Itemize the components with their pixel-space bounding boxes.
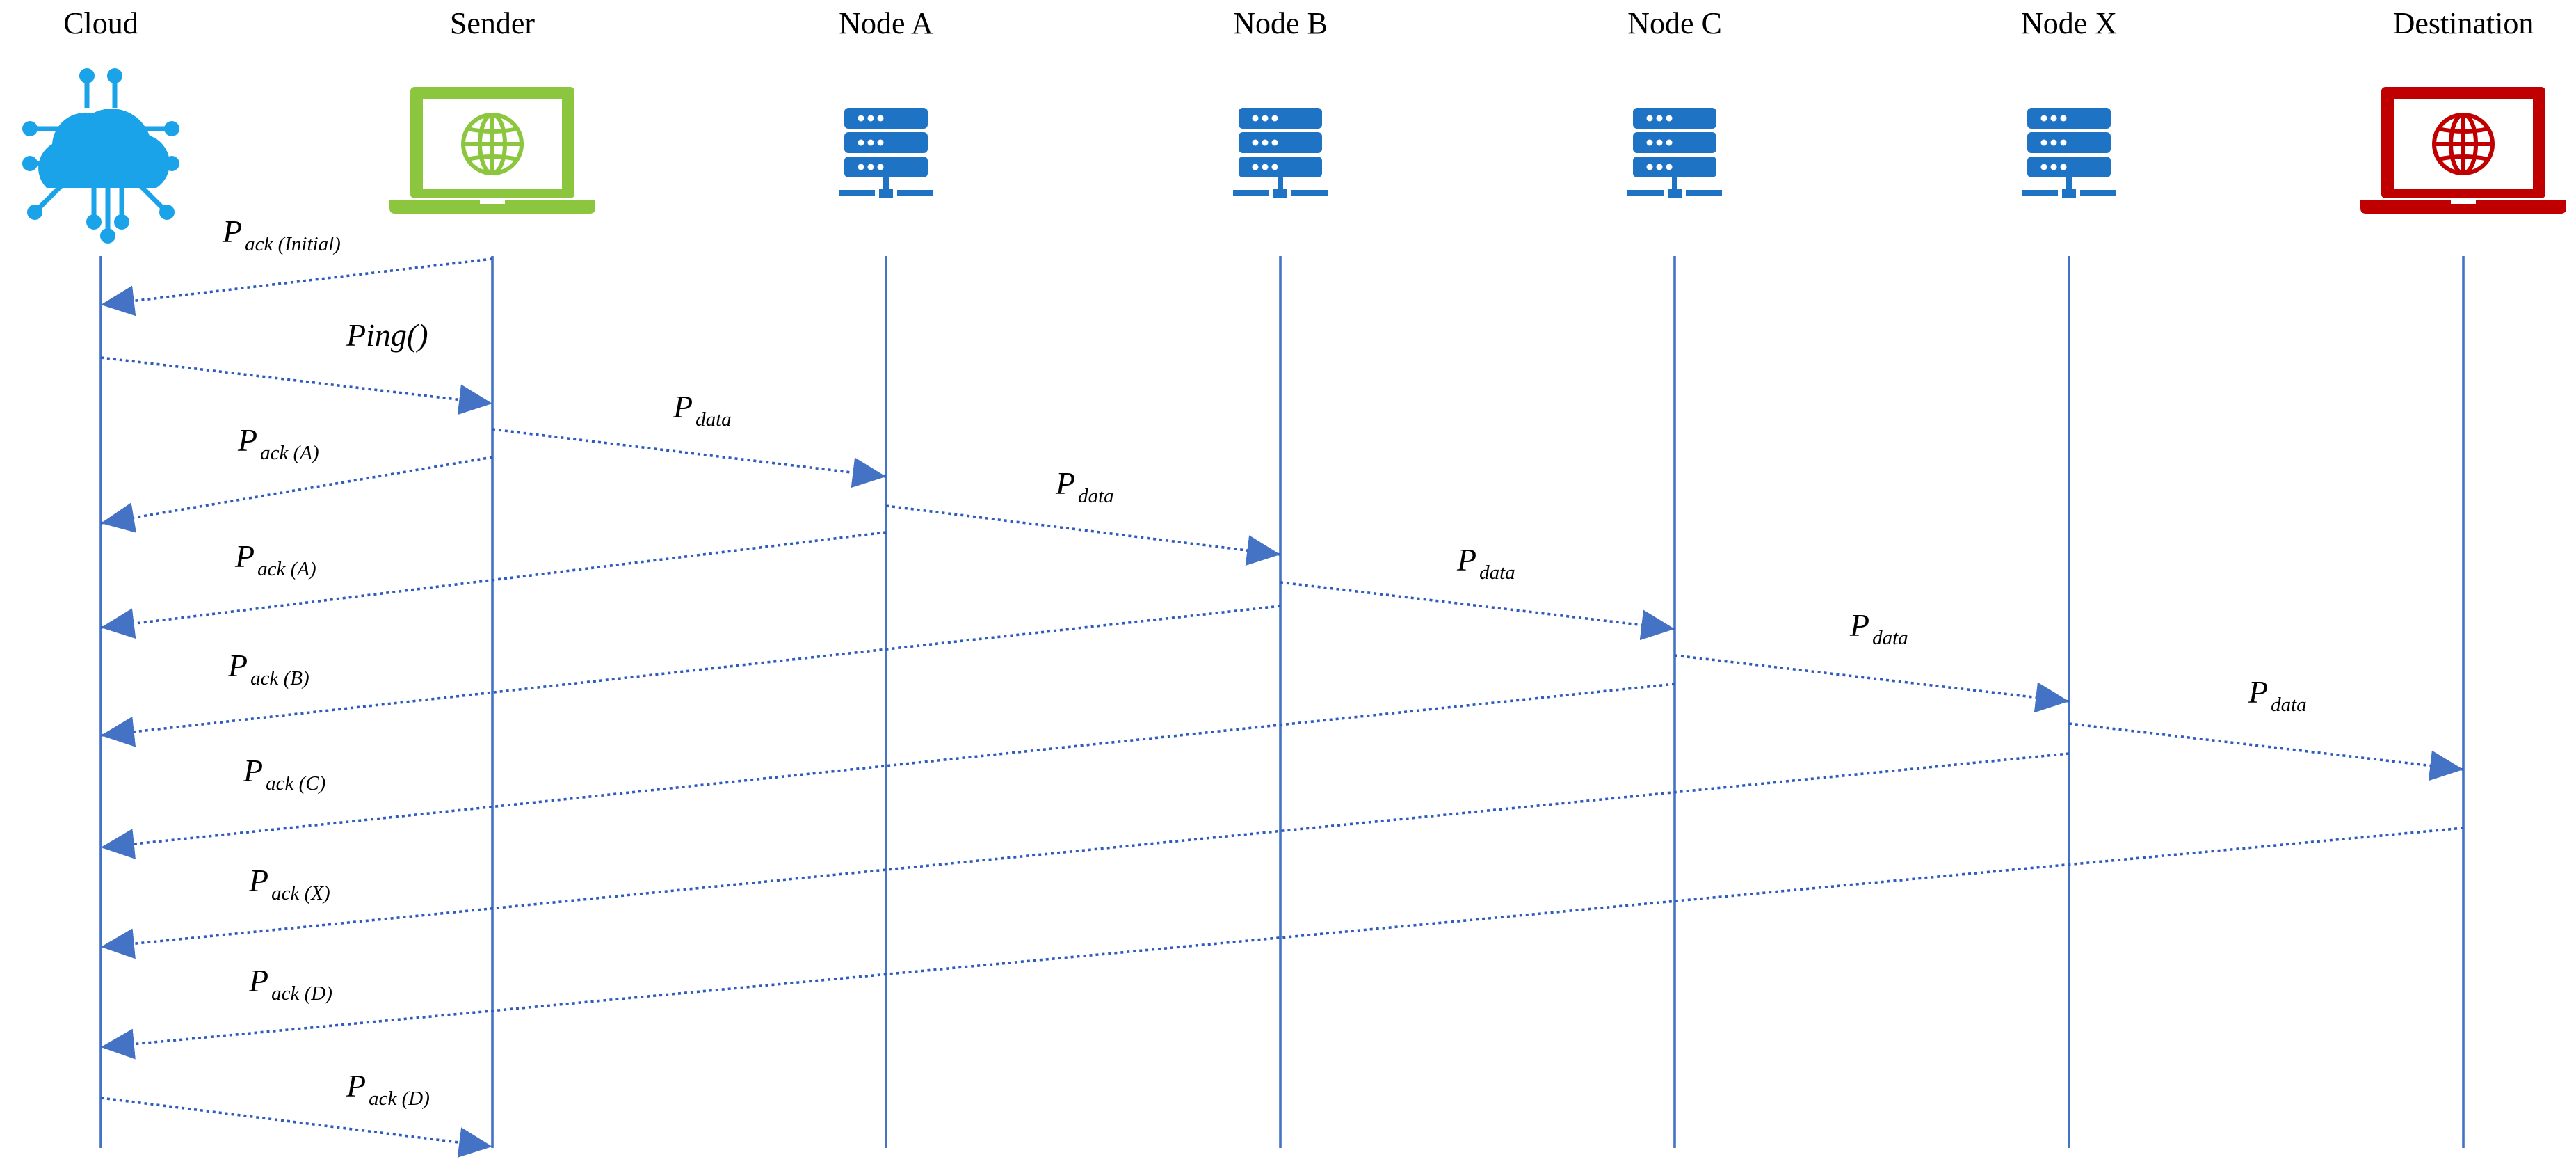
message-label-main: P <box>248 963 268 998</box>
message-arrow-nodeC-to-cloud <box>100 683 1675 859</box>
message-arrow-cloud-to-sender <box>100 356 493 415</box>
server-rack-icon <box>839 108 933 198</box>
message-label-main: P <box>237 422 257 458</box>
message-label-main: P <box>222 214 242 249</box>
server-rack-icon <box>1627 108 1722 198</box>
message-label-subscript: ack (C) <box>266 772 325 795</box>
participant-label-nodeA: Node A <box>839 6 933 40</box>
message-arrow-nodeX-to-destination <box>2068 722 2464 781</box>
message-arrow-cloud-to-sender <box>100 1097 493 1158</box>
message-label-main: P <box>227 648 248 683</box>
message-label: Ping() <box>346 317 428 353</box>
message-label-subscript: ack (B) <box>250 667 309 689</box>
message-arrow-destination-to-cloud <box>100 827 2464 1060</box>
message-label-main: P <box>234 539 255 574</box>
message-label-subscript: data <box>2271 694 2307 716</box>
message-label-subscript: ack (X) <box>271 882 330 904</box>
message-label-main: P <box>2248 674 2268 710</box>
message-arrows <box>100 257 2464 1158</box>
participant-label-nodeX: Node X <box>2021 6 2117 40</box>
message-label-main: P <box>346 1068 366 1103</box>
server-rack-icon <box>2022 108 2116 198</box>
message-arrow-nodeX-to-cloud <box>100 752 2070 959</box>
participant-headers: Cloud Sender Node A Node B Node C Node X Desti… <box>63 6 2534 40</box>
participant-label-nodeC: Node C <box>1627 6 1722 40</box>
message-label-main: P <box>1849 607 1869 643</box>
message-arrow-sender-to-cloud <box>100 456 493 533</box>
participant-icons <box>22 68 2566 244</box>
message-arrow-nodeA-to-cloud <box>100 531 887 639</box>
lifelines <box>99 256 2465 1148</box>
laptop-globe-icon <box>2360 87 2566 214</box>
message-label-subscript: ack (D) <box>271 982 332 1005</box>
message-label-subscript: data <box>695 408 732 431</box>
cloud-network-icon <box>22 68 179 244</box>
participant-label-nodeB: Node B <box>1233 6 1328 40</box>
message-label-main: P <box>243 753 263 788</box>
message-label-subscript: ack (D) <box>369 1087 430 1110</box>
message-label-main: P <box>1456 542 1476 577</box>
message-arrow-nodeB-to-nodeC <box>1280 581 1675 641</box>
message-label-main: P <box>1055 465 1075 501</box>
message-arrow-sender-to-cloud <box>100 257 493 317</box>
participant-label-cloud: Cloud <box>63 6 138 40</box>
message-arrow-sender-to-nodeA <box>492 428 887 488</box>
message-arrow-nodeA-to-nodeB <box>885 504 1281 566</box>
server-rack-icon <box>1233 108 1328 198</box>
participant-label-sender: Sender <box>450 6 536 40</box>
message-label-subscript: data <box>1479 561 1515 584</box>
participant-label-destination: Destination <box>2393 6 2534 40</box>
laptop-globe-icon <box>389 87 595 214</box>
message-label-subscript: data <box>1872 627 1908 649</box>
message-label-main: P <box>248 863 268 898</box>
message-label-subscript: data <box>1078 485 1114 507</box>
message-label-subscript: ack (Initial) <box>245 233 341 255</box>
message-label-main: P <box>673 389 693 424</box>
message-label-main: Ping() <box>346 317 428 353</box>
message-label-subscript: ack (A) <box>260 442 319 464</box>
message-label-subscript: ack (A) <box>257 558 316 580</box>
message-arrow-nodeC-to-nodeX <box>1674 654 2070 713</box>
